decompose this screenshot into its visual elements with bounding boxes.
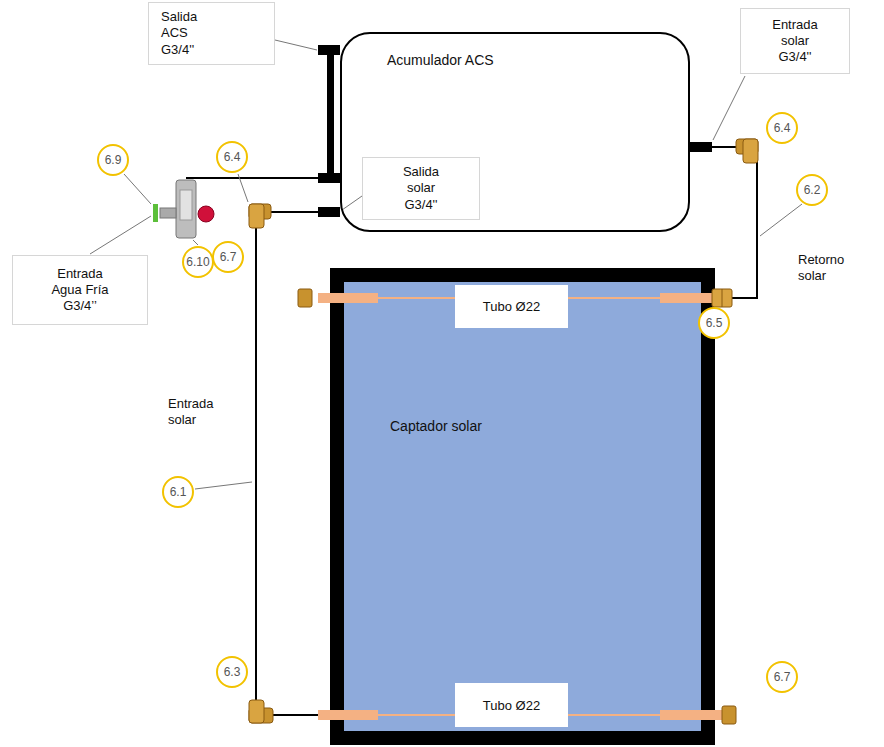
elbow-fitting <box>249 204 271 228</box>
leader-line <box>195 482 252 489</box>
tank-port <box>318 207 340 217</box>
label-text: 6.1 <box>170 485 187 499</box>
callout-number: 6.2 <box>796 174 828 206</box>
safety-valve-detail <box>180 190 192 220</box>
elbow-arm <box>249 204 264 228</box>
label-text: Entrada Agua Fría G3/4’’ <box>46 266 114 315</box>
leader-line <box>275 40 317 50</box>
label-text: 6.5 <box>706 316 723 330</box>
callout-number: 6.7 <box>766 661 798 693</box>
valve-inlet <box>160 208 176 218</box>
label-text: 6.3 <box>224 665 241 679</box>
leader-line <box>760 204 802 236</box>
callout-number: 6.3 <box>216 656 248 688</box>
label-text: Acumulador ACS <box>387 52 688 68</box>
label-text: 6.2 <box>804 183 821 197</box>
collector-panel <box>337 275 708 738</box>
storage-tank: Acumulador ACS Salida solar G3/4'' <box>340 32 690 232</box>
elbow-arm <box>743 139 758 163</box>
pipe-label: Retorno solar <box>798 252 856 285</box>
callout-number: 6.9 <box>97 144 129 176</box>
label-text: Captador solar <box>390 418 715 434</box>
port-label-box: Entrada Agua Fría G3/4’’ <box>12 255 148 325</box>
collector-tube <box>378 714 456 716</box>
label-text: Tubo Ø22 <box>483 698 540 713</box>
collector-tube <box>567 297 660 299</box>
callout-number: 6.4 <box>216 141 248 173</box>
port-label-box: Salida ACS G3/4'' <box>148 2 275 65</box>
port-label-box: Entrada solar G3/4'' <box>740 8 850 74</box>
leader-line <box>713 76 745 140</box>
plug-fitting <box>722 706 736 724</box>
collector-tube-stub <box>318 293 378 303</box>
pipe-label: Entrada solar <box>168 396 222 429</box>
tube-label-box: Tubo Ø22 <box>455 683 568 727</box>
callout-number: 6.7 <box>212 241 244 273</box>
leader-line <box>124 174 151 204</box>
safety-valve-body <box>176 180 196 238</box>
cold-water-connector <box>153 204 158 222</box>
leader-line <box>90 216 151 254</box>
tube-label-box: Tubo Ø22 <box>455 285 568 328</box>
tank-manifold <box>327 50 334 180</box>
label-text: 6.4 <box>224 150 241 164</box>
safety-valve-knob <box>198 206 214 222</box>
callout-number: 6.10 <box>182 246 214 278</box>
collector-tube-stub <box>660 710 722 720</box>
callout-number: 6.4 <box>766 112 798 144</box>
elbow-fitting <box>736 139 758 163</box>
pipe-connector <box>256 212 340 715</box>
collector-tube-stub <box>318 710 378 720</box>
cold-water-pipe <box>186 177 318 179</box>
label-text: 6.7 <box>220 250 237 264</box>
leader-line <box>342 196 362 210</box>
label-text: Salida solar G3/4'' <box>393 164 449 213</box>
leader-line <box>238 174 248 202</box>
collector-tube <box>567 714 660 716</box>
union-fitting <box>712 289 732 307</box>
label-text: Salida ACS G3/4'' <box>161 9 216 58</box>
collector-tube <box>378 297 456 299</box>
tank-port <box>690 142 712 152</box>
solar-collector: Captador solarTubo Ø22Tubo Ø22 <box>330 268 715 745</box>
tank-port <box>318 173 340 183</box>
callout-number: 6.5 <box>698 307 730 339</box>
label-text: 6.9 <box>105 153 122 167</box>
label-text: Entrada solar G3/4'' <box>765 17 825 66</box>
callout-number: 6.1 <box>162 476 194 508</box>
label-text: 6.7 <box>774 670 791 684</box>
elbow-fitting <box>249 700 273 723</box>
leader-line <box>193 240 198 245</box>
union-fitting-detail <box>722 289 723 307</box>
label-text: 6.10 <box>186 255 209 269</box>
plug-fitting <box>298 289 312 307</box>
elbow-arm <box>249 700 264 723</box>
label-text: Tubo Ø22 <box>483 299 540 314</box>
label-text: 6.4 <box>774 121 791 135</box>
port-label-box: Salida solar G3/4'' <box>362 157 480 220</box>
